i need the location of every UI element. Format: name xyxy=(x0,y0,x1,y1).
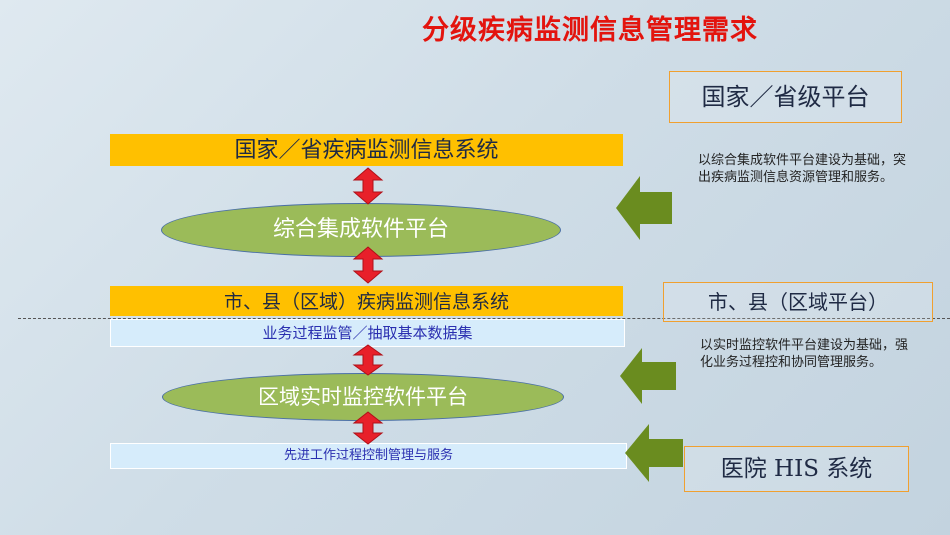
double-arrow-3-icon xyxy=(352,344,384,376)
process-supervision-label: 业务过程监管／抽取基本数据集 xyxy=(262,324,473,342)
regional-platform-ellipse: 区域实时监控软件平台 xyxy=(162,373,564,421)
divider-line xyxy=(18,318,950,319)
city-platform-box: 市、县（区域平台） xyxy=(663,282,933,322)
advanced-workflow-label: 先进工作过程控制管理与服务 xyxy=(283,448,453,463)
page-title: 分级疾病监测信息管理需求 xyxy=(422,15,758,46)
national-platform-label: 国家／省级平台 xyxy=(701,83,870,111)
double-arrow-4-icon xyxy=(352,411,384,445)
double-arrow-2-icon xyxy=(352,246,384,284)
city-platform-label: 市、县（区域平台） xyxy=(708,290,888,314)
left-arrow-1-icon xyxy=(616,176,672,240)
city-system-bar: 市、县（区域）疾病监测信息系统 xyxy=(110,286,623,316)
city-system-label: 市、县（区域）疾病监测信息系统 xyxy=(223,291,509,313)
integrated-platform-ellipse: 综合集成软件平台 xyxy=(161,203,561,257)
left-arrow-2-icon xyxy=(620,348,676,404)
advanced-workflow-bar: 先进工作过程控制管理与服务 xyxy=(110,443,627,469)
regional-note: 以实时监控软件平台建设为基础，强化业务过程控和协同管理服务。 xyxy=(700,338,909,370)
hospital-his-box: 医院 HIS 系统 xyxy=(684,446,909,492)
regional-platform-label: 区域实时监控软件平台 xyxy=(258,385,468,409)
hospital-his-label: 医院 HIS 系统 xyxy=(720,456,873,482)
integrated-platform-label: 综合集成软件平台 xyxy=(272,217,449,242)
national-system-label: 国家／省疾病监测信息系统 xyxy=(234,138,499,163)
left-arrow-3-icon xyxy=(625,424,683,482)
process-supervision-bar: 业务过程监管／抽取基本数据集 xyxy=(110,319,625,347)
national-platform-box: 国家／省级平台 xyxy=(669,71,902,123)
double-arrow-1-icon xyxy=(352,167,384,205)
national-system-bar: 国家／省疾病监测信息系统 xyxy=(110,134,623,166)
national-note: 以综合集成软件平台建设为基础，突出疾病监测信息资源管理和服务。 xyxy=(698,153,907,185)
